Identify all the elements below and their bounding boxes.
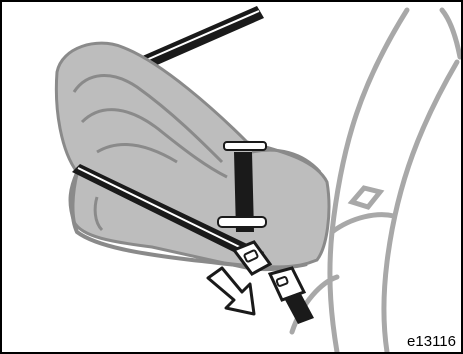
seat-belt-buckle bbox=[270, 268, 314, 324]
figure-code: e13116 bbox=[406, 333, 457, 350]
child-restraint-seat bbox=[56, 43, 329, 269]
arrow-down-right-icon bbox=[208, 268, 254, 314]
